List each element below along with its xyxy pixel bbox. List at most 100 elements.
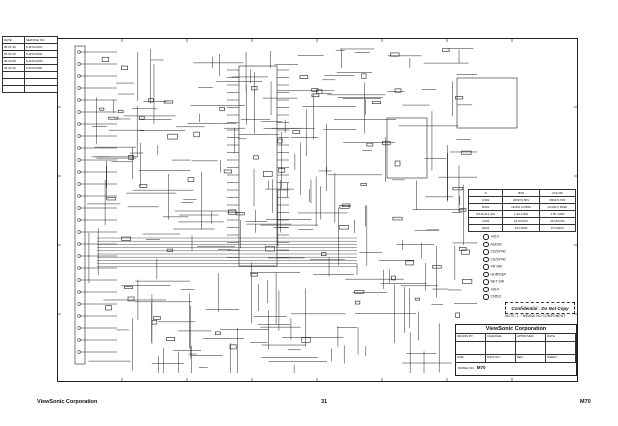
component <box>193 131 200 138</box>
component <box>361 73 367 79</box>
table-row <box>2 85 59 93</box>
component <box>372 101 381 104</box>
spec-cell: 1.5K 1/4W <box>538 210 577 218</box>
component <box>153 316 161 320</box>
component <box>391 275 396 281</box>
component <box>461 249 470 255</box>
transformer <box>386 117 428 179</box>
connector-pin-icon <box>77 230 81 234</box>
connector-label: +B1V <box>490 234 500 239</box>
footer-page-number: 31 <box>321 399 328 405</box>
spec-cell: 18NF/S 50V <box>538 196 577 204</box>
tb-cell: DATE <box>546 334 576 341</box>
rev-cell: S-M70-0004 <box>23 64 59 72</box>
component <box>121 236 132 241</box>
tb-cell: APPROVED <box>516 334 546 341</box>
connector-pin-icon <box>77 206 81 210</box>
connector-pin-icon <box>77 218 81 222</box>
connector-pin-icon <box>77 146 81 150</box>
footer-company: ViewSonic Corporation <box>37 399 98 405</box>
component-note: NOTE: 1. * MEANS NO COMPONENT <box>505 314 566 319</box>
component <box>99 107 105 111</box>
connector: +B1V <box>483 234 500 240</box>
connector: +B1V <box>483 286 500 292</box>
drawing-frame <box>57 38 578 382</box>
crt-socket <box>456 77 518 129</box>
connector: CS/SYNC <box>483 249 507 255</box>
component <box>338 225 349 230</box>
component <box>108 116 119 120</box>
connector-pin-icon <box>483 256 489 262</box>
spec-cell: KTC3204 <box>538 224 577 232</box>
component <box>121 65 128 70</box>
component <box>292 130 301 134</box>
rev-cell <box>23 78 59 86</box>
component <box>382 141 391 146</box>
component <box>390 52 400 57</box>
component <box>228 209 237 215</box>
connector-pin-icon <box>483 286 489 292</box>
tb-cell: SIZE <box>456 355 486 362</box>
component <box>124 286 133 290</box>
connector-pin-icon <box>77 326 81 330</box>
connector-pin-icon <box>77 110 81 114</box>
connector-pin-icon <box>77 266 81 270</box>
connector-pin-icon <box>483 264 489 270</box>
connector: HOR/DEF <box>483 271 507 277</box>
component <box>127 296 135 302</box>
component <box>414 297 420 301</box>
component <box>139 115 145 120</box>
component <box>105 305 112 311</box>
component <box>459 208 467 212</box>
component <box>106 197 117 201</box>
connector-pin-icon <box>77 182 81 186</box>
component <box>166 248 173 252</box>
component <box>442 48 450 52</box>
component <box>458 247 467 251</box>
tb-cell: REV <box>516 355 546 362</box>
main-ic <box>238 65 278 267</box>
component <box>299 75 309 79</box>
component <box>163 100 174 104</box>
connector-pin-icon <box>483 241 489 247</box>
spec-cell: C301 <box>467 196 504 204</box>
spec-cell: 22 UF/16V <box>502 217 540 225</box>
tb-cell: DRAWN BY <box>456 334 486 341</box>
spec-cell: Q601 <box>467 224 504 232</box>
connector-pin-icon <box>77 50 81 54</box>
component <box>394 160 401 167</box>
component <box>128 155 134 160</box>
rev-header: SERVICE NO. <box>23 36 59 44</box>
component <box>262 171 273 177</box>
component <box>167 133 178 140</box>
component <box>101 56 110 62</box>
component <box>354 300 361 305</box>
connector-pin-icon <box>77 170 81 174</box>
component <box>214 331 221 336</box>
connector-pin-icon <box>77 254 81 258</box>
component <box>432 265 442 269</box>
connector-pin-icon <box>483 294 489 300</box>
component <box>455 312 460 318</box>
rev-cell: S-M70-0001 <box>23 43 59 51</box>
tb-cell: SHEET <box>546 355 576 362</box>
component <box>148 98 154 103</box>
rev-cell: 95.02.15 <box>2 50 25 58</box>
connector-label: HOR/DEF <box>490 272 507 277</box>
connector-pin-icon <box>77 74 81 78</box>
component <box>301 337 311 343</box>
connector-pin-icon <box>483 249 489 255</box>
component <box>360 183 367 186</box>
connector-label: VR SW <box>490 264 502 269</box>
model-number: M70 <box>476 365 486 370</box>
component <box>166 337 176 341</box>
connector-pin-icon <box>483 271 489 277</box>
rev-cell: 95.04.20 <box>2 64 25 72</box>
component <box>139 184 148 188</box>
